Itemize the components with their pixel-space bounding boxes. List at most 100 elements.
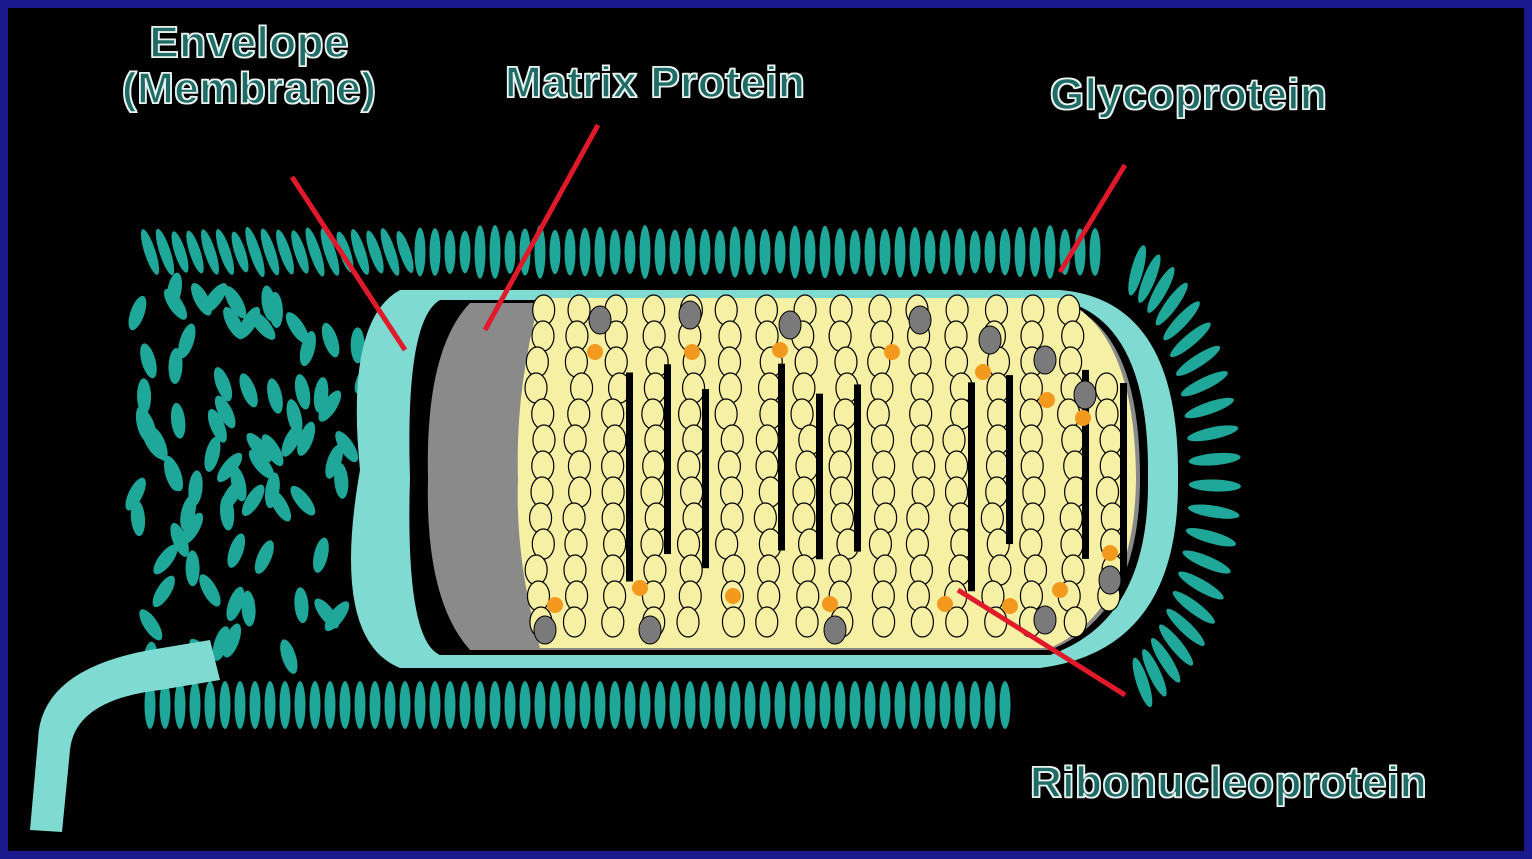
rnp-segment — [758, 581, 780, 611]
spike — [940, 681, 951, 729]
rnp-segment — [563, 503, 585, 533]
label-ribonucleoprotein: Ribonucleoprotein — [1030, 760, 1427, 806]
spike — [940, 230, 951, 275]
rnp-dark-segment — [824, 616, 846, 644]
rnp-segment — [829, 321, 851, 351]
rnp-dot — [684, 344, 700, 360]
spike — [277, 637, 301, 676]
spike — [910, 681, 921, 729]
rnp-segment — [721, 425, 743, 455]
rnp-segment — [1062, 425, 1084, 455]
rnp-dot — [587, 344, 603, 360]
rnp-segment — [644, 555, 666, 585]
rnp-segment — [568, 399, 590, 429]
rnp-segment — [679, 399, 701, 429]
rnp-segment — [683, 373, 705, 403]
spike — [565, 228, 576, 275]
rnp-segment — [681, 477, 703, 507]
rnp-segment — [1062, 321, 1084, 351]
rnp-segment — [906, 529, 928, 559]
rnp-segment — [945, 347, 967, 377]
rnp-segment — [946, 607, 968, 637]
spike — [286, 482, 319, 519]
rnp-segment — [986, 477, 1008, 507]
spike — [985, 231, 996, 274]
spike — [265, 681, 276, 729]
rnp-gap — [816, 394, 823, 560]
spike — [125, 294, 150, 333]
spike — [460, 231, 471, 274]
spike — [310, 536, 332, 574]
spike — [175, 681, 186, 729]
rnp-dot — [975, 364, 991, 380]
spike — [775, 681, 786, 729]
spike — [970, 681, 981, 729]
spike — [625, 681, 636, 729]
rnp-segment — [602, 399, 624, 429]
spike — [1188, 451, 1241, 467]
rnp-segment — [604, 581, 626, 611]
spike — [850, 681, 861, 729]
rnp-segment — [1060, 347, 1082, 377]
rnp-gap — [1006, 375, 1013, 544]
spike — [715, 681, 726, 729]
spike — [137, 342, 160, 380]
spike — [865, 681, 876, 729]
rnp-segment — [565, 347, 587, 377]
rnp-segment — [912, 477, 934, 507]
rnp-dot — [937, 596, 953, 612]
rnp-dot — [725, 588, 741, 604]
rnp-segment — [874, 555, 896, 585]
spike — [205, 681, 216, 729]
spike — [210, 365, 236, 404]
spike — [295, 681, 306, 729]
rnp-segment — [604, 529, 626, 559]
rnp-segment — [678, 529, 700, 559]
spike — [655, 228, 666, 275]
rnp-gap — [626, 372, 633, 581]
spike — [655, 681, 666, 729]
spike — [820, 681, 831, 729]
spike — [775, 231, 786, 274]
rnp-dark-segment — [679, 301, 701, 329]
rnp-segment — [1097, 477, 1119, 507]
spike — [715, 230, 726, 274]
rnp-segment — [642, 399, 664, 429]
spike — [760, 229, 771, 275]
rnp-segment — [907, 581, 929, 611]
rnp-segment — [875, 503, 897, 533]
rnp-segment — [678, 451, 700, 481]
spike — [550, 681, 561, 729]
spike — [355, 681, 366, 729]
rnp-gap — [968, 382, 975, 591]
spike — [169, 402, 187, 439]
rnp-segment — [643, 321, 665, 351]
spike — [1015, 227, 1026, 277]
spike — [135, 606, 166, 644]
rnp-segment — [1020, 529, 1042, 559]
spike — [670, 230, 681, 275]
rnp-segment — [754, 503, 776, 533]
rnp-segment — [602, 503, 624, 533]
spike — [1045, 225, 1056, 278]
rnp-segment — [525, 555, 547, 585]
spike — [1090, 228, 1101, 276]
spike — [1030, 227, 1041, 277]
spike — [730, 681, 741, 729]
spike — [640, 681, 651, 729]
rnp-dot — [1002, 598, 1018, 614]
spike — [1186, 422, 1239, 445]
rnp-segment — [641, 529, 663, 559]
rnp-segment — [605, 347, 627, 377]
rnp-segment — [602, 607, 624, 637]
spike — [475, 225, 486, 278]
spike — [318, 321, 343, 360]
rnp-dot — [547, 597, 563, 613]
spike — [700, 681, 711, 729]
spike — [224, 531, 249, 570]
spike — [445, 230, 456, 274]
spike — [730, 226, 741, 277]
rnp-dark-segment — [1099, 566, 1121, 594]
spike — [895, 681, 906, 729]
